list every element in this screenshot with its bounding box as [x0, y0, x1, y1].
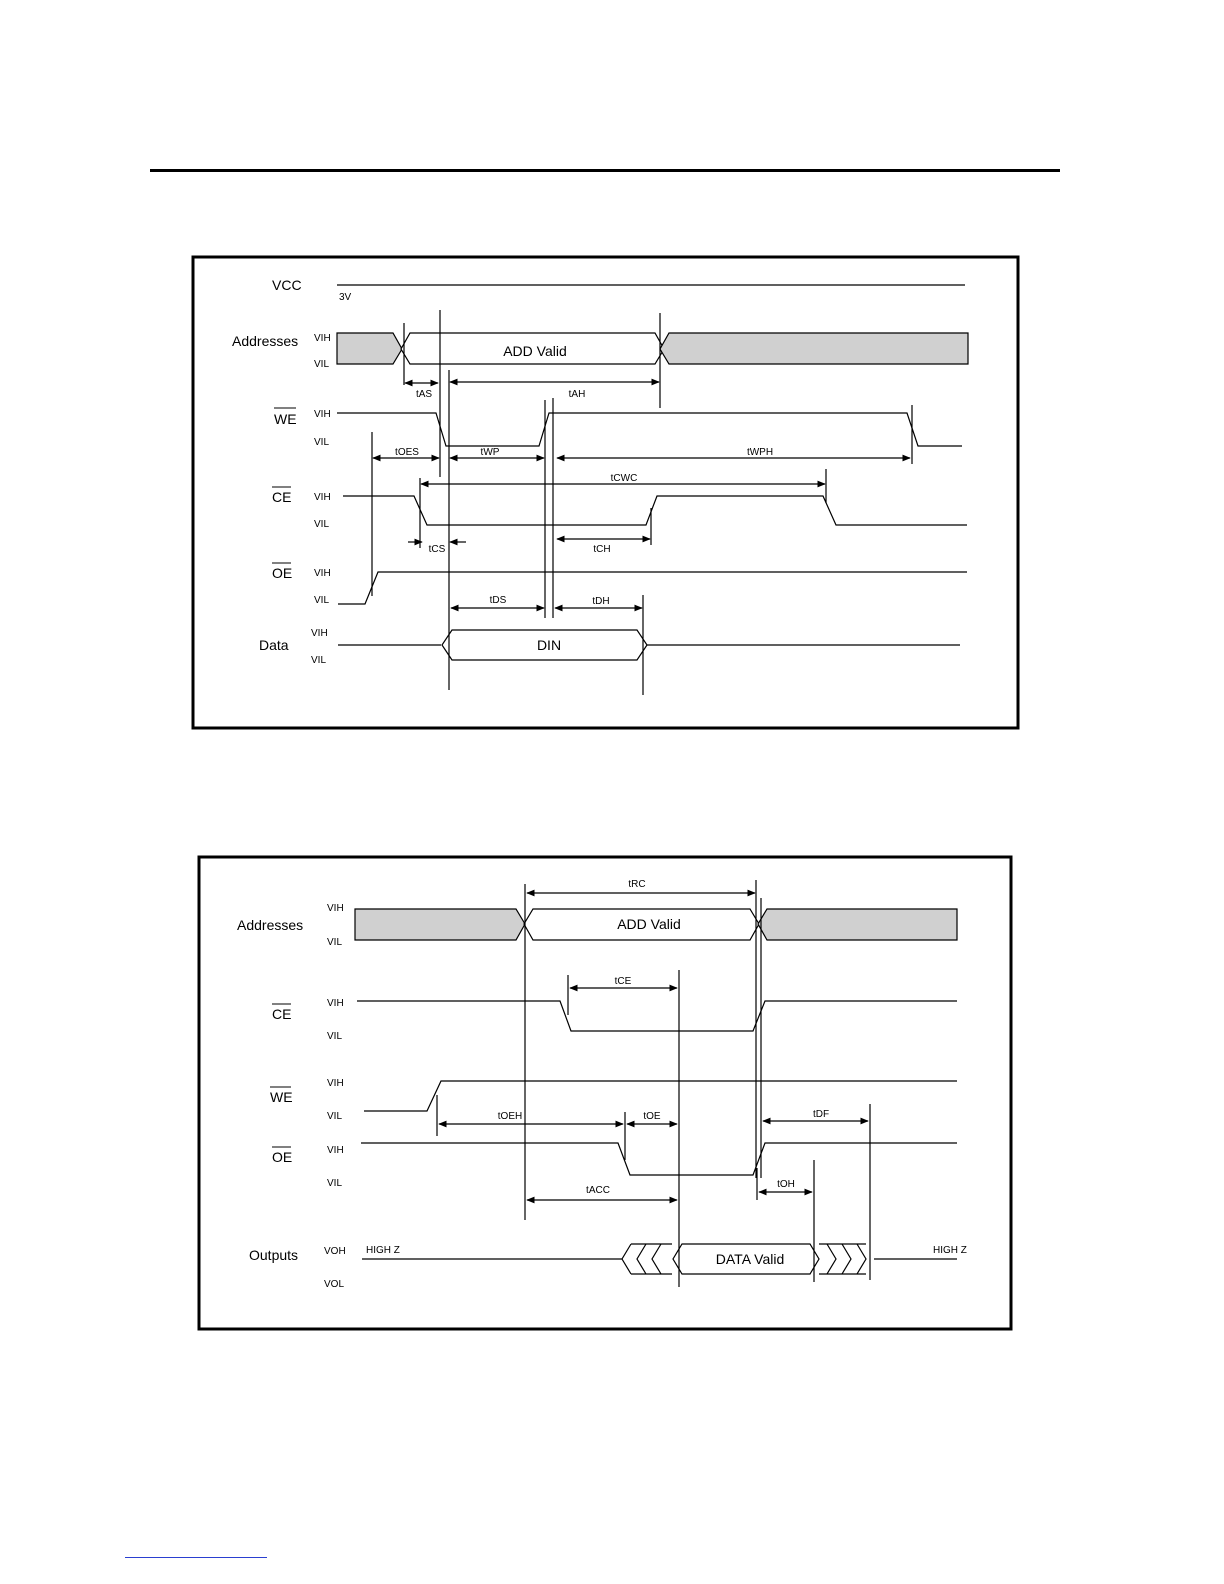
read-label-we: WE: [270, 1089, 293, 1105]
read-address-invalid-right: [758, 909, 957, 940]
read-level-oe-low: VIL: [327, 1178, 342, 1189]
read-label-tce: tCE: [615, 976, 632, 987]
read-label-outputs: Outputs: [249, 1247, 298, 1263]
read-address-invalid-left: [355, 909, 525, 940]
read-level-addr-low: VIL: [327, 937, 342, 948]
read-state-highz-left: HIGH Z: [366, 1245, 400, 1256]
read-state-highz-right: HIGH Z: [933, 1245, 967, 1256]
outputs-trans-2: [637, 1244, 646, 1274]
read-level-out-high: VOH: [324, 1246, 346, 1257]
outputs-trans-4: [827, 1244, 836, 1274]
outputs-trans-3: [652, 1244, 661, 1274]
read-level-ce-low: VIL: [327, 1031, 342, 1042]
read-label-toh: tOH: [777, 1179, 795, 1190]
read-label-toe: tOE: [643, 1111, 661, 1122]
read-label-trc: tRC: [628, 879, 645, 890]
outputs-trans-1: [622, 1244, 631, 1274]
read-level-ce-high: VIH: [327, 998, 344, 1009]
read-label-toeh: tOEH: [498, 1111, 522, 1122]
read-label-oe: OE: [272, 1149, 292, 1165]
read-level-addr-high: VIH: [327, 903, 344, 914]
read-ce-waveform: [357, 1001, 957, 1031]
read-level-we-high: VIH: [327, 1078, 344, 1089]
read-label-addresses: Addresses: [237, 917, 303, 933]
read-level-we-low: VIL: [327, 1111, 342, 1122]
read-level-oe-high: VIH: [327, 1145, 344, 1156]
read-label-data-valid: DATA Valid: [716, 1251, 784, 1267]
read-label-tacc: tACC: [586, 1185, 610, 1196]
read-oe-waveform: [361, 1143, 957, 1175]
footer-link-underline[interactable]: [125, 1557, 267, 1558]
read-label-add-valid: ADD Valid: [617, 916, 681, 932]
read-label-ce: CE: [272, 1006, 291, 1022]
read-level-out-low: VOL: [324, 1279, 344, 1290]
read-label-tdf: tDF: [813, 1109, 829, 1120]
outputs-trans-6: [857, 1244, 866, 1274]
outputs-trans-5: [842, 1244, 851, 1274]
read-we-waveform: [364, 1081, 957, 1111]
